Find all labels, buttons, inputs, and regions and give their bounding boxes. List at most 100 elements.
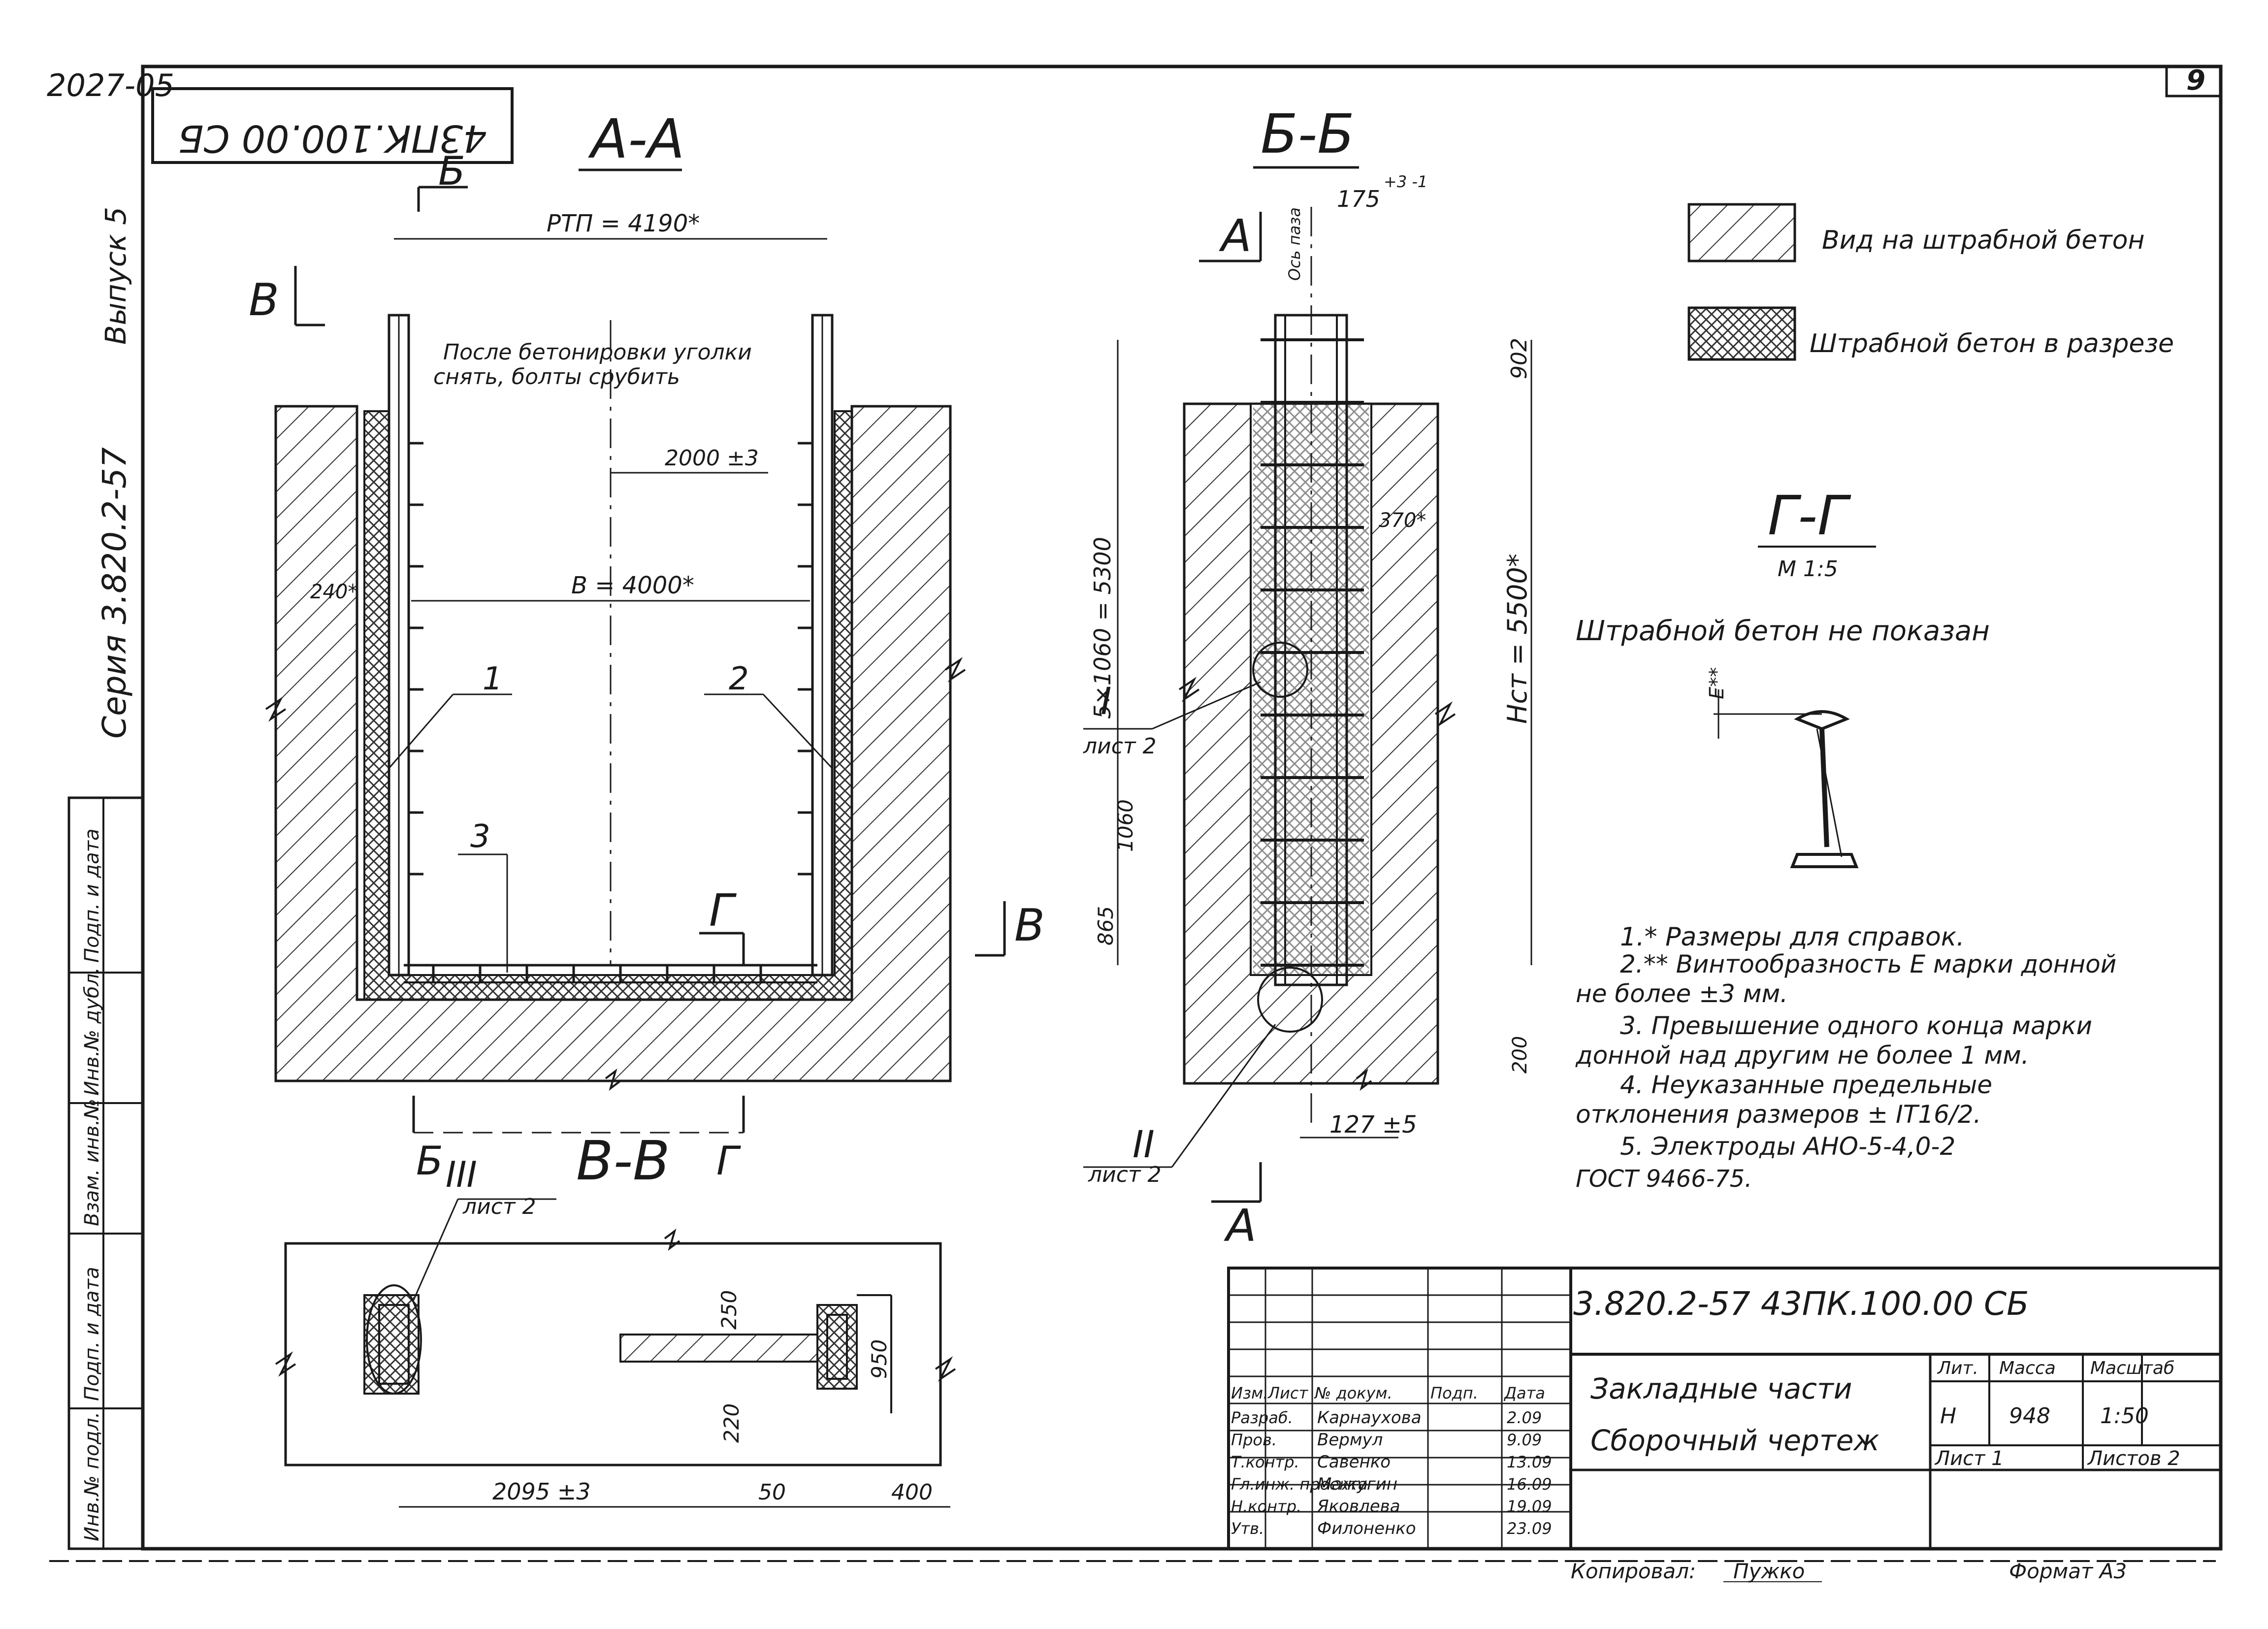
section-aa: А-А Б В РТП = 4190* После бетонировки уг… — [249, 107, 1045, 1184]
sheet-label: Лист 1 — [1934, 1447, 2004, 1470]
title-block-role: Гл.инж. проекта — [1231, 1475, 1367, 1494]
dim-2095: 2095 ±3 — [492, 1478, 591, 1505]
sheets-label: Листов 2 — [2087, 1447, 2180, 1470]
title-block-date: 13.09 — [1507, 1453, 1552, 1471]
margin-issue: Выпуск 5 — [99, 207, 132, 345]
cut-v-right: В — [1014, 900, 1045, 951]
sheet-number-box: 9 — [2165, 65, 2222, 98]
column-rungs — [1261, 338, 1364, 967]
section-gg-title: Г-Г — [1768, 484, 1851, 547]
title-block-col-header: Лист — [1267, 1384, 1308, 1402]
cut-b-bottom: Б — [416, 1138, 443, 1184]
section-bb-title: Б-Б — [1261, 102, 1355, 165]
note-line-2: 2.** Винтообразность Е марки донной — [1620, 950, 2116, 978]
callout-2-sheet: лист 2 — [1088, 1162, 1162, 1187]
margin-strip: Выпуск 5 Серия 3.820.2-57 Подп. и дата И… — [67, 207, 144, 1550]
footer-copied-name: Пужко — [1733, 1559, 1805, 1583]
grout-crosshatch — [363, 410, 853, 1001]
callout-3: III — [446, 1154, 477, 1195]
title-block-col-header: Дата — [1503, 1384, 1545, 1402]
dim-2000: 2000 ±3 — [665, 446, 759, 471]
dim-370: 370* — [1379, 509, 1426, 532]
axis-label: Ось паза — [1285, 207, 1304, 281]
corner-code: 2027-05 — [47, 67, 174, 103]
section-vv: В-В Б Г III лист 2 250 950 220 2095 ±3 5… — [275, 1129, 956, 1508]
title-block-name-1: Закладные части — [1590, 1372, 1852, 1405]
section-gg: Г-Г М 1:5 Штрабной бетон не показан Е** — [1576, 484, 1990, 868]
dim-200: 200 — [1509, 1036, 1531, 1074]
scale-label: Масштаб — [2090, 1358, 2174, 1378]
title-block-code: 3.820.2-57 43ПК.100.00 СБ — [1573, 1285, 2029, 1323]
dim-250: 250 — [717, 1290, 741, 1330]
cut-g: Г — [709, 885, 737, 937]
stamp-top-text: 43ПК.100.00 СБ — [178, 117, 486, 161]
callout-circle-2 — [1257, 967, 1323, 1033]
title-block-date: 9.09 — [1507, 1431, 1542, 1449]
title-block-name: Филоненко — [1317, 1519, 1416, 1538]
section-gg-note: Штрабной бетон не показан — [1576, 615, 1990, 647]
cut-a-top: А — [1219, 210, 1252, 262]
title-block-col-header: Изм. — [1231, 1384, 1268, 1402]
margin-cell-5: Инв.№ подл. — [81, 1412, 103, 1541]
pos-1: 1 — [483, 661, 503, 697]
title-block-name: Вермул — [1317, 1430, 1383, 1450]
section-gg-scale: М 1:5 — [1778, 556, 1838, 582]
title-block-name: Савенко — [1317, 1452, 1391, 1472]
technical-notes: 1.* Размеры для справок. 2.** Винтообраз… — [1575, 922, 2116, 1193]
rail-profile — [1790, 710, 1859, 868]
note-line-5: донной над другим не более 1 мм. — [1575, 1041, 2029, 1070]
title-block-role: Разраб. — [1231, 1408, 1293, 1427]
note-line-1: 1.* Размеры для справок. — [1620, 922, 1965, 952]
dim-127: 127 ±5 — [1329, 1111, 1417, 1139]
legend-hatch-swatch — [1687, 203, 1796, 262]
title-block-col-header: № докум. — [1314, 1384, 1393, 1402]
dim-rtp: РТП = 4190* — [547, 210, 700, 237]
legend: Вид на штрабной бетон Штрабной бетон в р… — [1687, 203, 2174, 361]
dim-220: 220 — [719, 1403, 744, 1443]
scale-value: 1:50 — [2100, 1403, 2149, 1429]
footer-copied: Копировал: — [1571, 1559, 1696, 1583]
stamp-top: 43ПК.100.00 СБ — [151, 87, 514, 164]
vv-cut-g: Г — [716, 1138, 741, 1184]
margin-cell-3: Взам. инв.№ — [81, 1099, 103, 1226]
note-line-3: не более ±3 мм. — [1576, 979, 1788, 1008]
concrete-hatch — [274, 405, 952, 1082]
note-after-concreting: После бетонировки уголки снять, болты ср… — [433, 340, 759, 390]
dim-b: В = 4000* — [571, 572, 694, 599]
mass-value: 948 — [2009, 1403, 2050, 1429]
title-block-role: Пров. — [1231, 1431, 1277, 1449]
callout-1-sheet: лист 2 — [1083, 734, 1157, 759]
title-block-date: 16.09 — [1507, 1475, 1552, 1494]
margin-series: Серия 3.820.2-57 — [96, 447, 133, 739]
dim-50: 50 — [758, 1480, 786, 1505]
note-line-9: ГОСТ 9466-75. — [1576, 1165, 1752, 1193]
note-line-8: 5. Электроды АНО-5-4,0-2 — [1620, 1132, 1955, 1161]
lit-label: Лит. — [1937, 1358, 1978, 1378]
dim-1060: 1060 — [1113, 799, 1137, 852]
title-block-role: Утв. — [1231, 1519, 1264, 1538]
title-block-name: Яковлева — [1317, 1497, 1400, 1516]
callout-2: II — [1133, 1122, 1155, 1166]
section-aa-title: А-А — [588, 107, 684, 170]
title-block-col-header: Подп. — [1430, 1384, 1478, 1402]
dim-865: 865 — [1094, 906, 1118, 945]
callout-1: I — [1101, 679, 1111, 723]
title-block-name-2: Сборочный чертеж — [1590, 1424, 1879, 1457]
anchor-bolts — [409, 442, 812, 982]
title-block-name: Карнаухова — [1317, 1408, 1422, 1428]
section-bb: Б-Б 175 +3 -1 Ось паза А 902 Нст = 5500*… — [1083, 102, 1533, 1252]
cut-a-bottom: А — [1224, 1200, 1257, 1252]
title-block-date: 23.09 — [1507, 1519, 1552, 1538]
lit-value: Н — [1940, 1403, 1956, 1429]
title-block-role: Н.контр. — [1231, 1497, 1301, 1516]
cut-v-left: В — [249, 274, 279, 326]
dim-400: 400 — [891, 1480, 933, 1505]
dim-175-tol: +3 -1 — [1384, 172, 1427, 191]
note-line-6: 4. Неуказанные предельные — [1620, 1071, 1992, 1099]
title-block-date: 19.09 — [1507, 1497, 1552, 1516]
dim-175: 175 — [1337, 186, 1380, 212]
dim-902: 902 — [1507, 338, 1532, 379]
